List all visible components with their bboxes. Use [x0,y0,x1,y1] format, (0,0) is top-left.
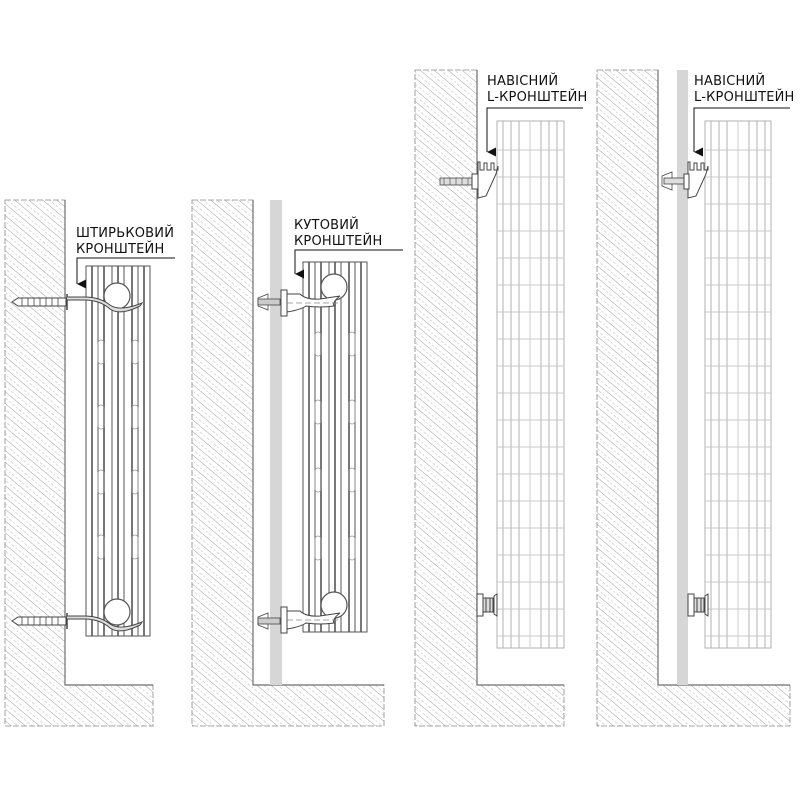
wall-face-line [657,70,790,686]
l-bracket-bottom [476,593,498,617]
angle-bracket-bottom [257,606,341,634]
section-rungs [497,149,564,637]
leader-line-2 [294,249,403,279]
l-bracket-bottom [687,593,709,617]
label-line-2: L-КРОНШТЕЙН [694,90,795,105]
wall-face-line [252,200,384,686]
panel-2 [191,199,403,727]
pin-bracket-top [11,294,144,313]
radiator-side-view [85,265,151,637]
leader-line-1 [76,257,175,289]
radiator-section-view [704,120,772,649]
label-line-2: L-КРОНШТЕЙН [487,90,588,105]
label-line-1: КУТОВИЙ [294,218,360,233]
wall-face-line [476,70,564,686]
label-angle-bracket: КУТОВИЙ КРОНШТЕЙН [294,218,382,250]
l-bracket-top [439,161,499,199]
label-line-1: ШТИРЬКОВИЙ [76,226,175,241]
wall-section [414,69,565,727]
angle-bracket-top [257,289,341,317]
label-line-2: КРОНШТЕЙН [76,242,165,257]
plaster-strip [677,70,688,685]
label-line-1: НАВІСНИЙ [694,74,766,89]
radiator-section-view [496,120,565,649]
pin-bracket-bottom [11,613,144,632]
l-bracket-top [661,161,709,199]
label-line-2: КРОНШТЕЙН [294,234,383,249]
label-l-hanging-bracket-1: НАВІСНИЙ L-КРОНШТЕЙН [487,74,588,106]
wall-face-line [64,200,153,686]
plaster-strip [270,200,282,685]
radiator-side-view [302,261,368,633]
panel-1 [4,199,175,727]
panel-4 [596,69,791,727]
leader-line-4 [693,107,790,157]
leader-line-3 [486,107,583,157]
label-line-1: НАВІСНИЙ [487,74,559,89]
panel-3 [414,69,583,727]
label-l-hanging-bracket-2: НАВІСНИЙ L-КРОНШТЕЙН [694,74,795,106]
label-pin-bracket: ШТИРЬКОВИЙ КРОНШТЕЙН [76,226,174,258]
section-rungs [705,149,771,637]
